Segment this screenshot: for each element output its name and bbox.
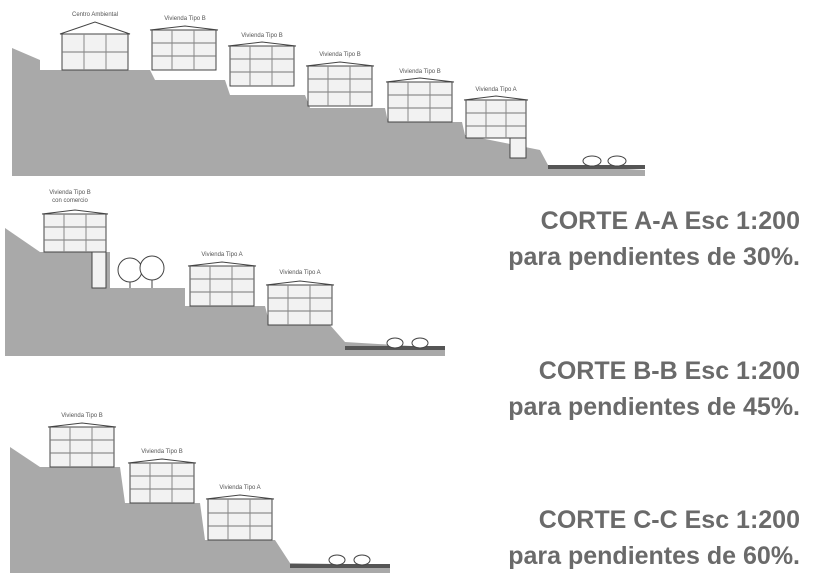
building-label: Vivienda Tipo B xyxy=(61,413,103,419)
building-label: Vivienda Tipo A xyxy=(279,270,320,276)
caption-c-c-title: CORTE C-C Esc 1:200 xyxy=(538,506,800,534)
caption-a-a: CORTE A-A Esc 1:200 para pendientes de 3… xyxy=(508,203,800,275)
building-vivienda: Vivienda Tipo B xyxy=(227,33,297,87)
building-label: Vivienda Tipo B xyxy=(319,52,361,58)
building-centro-ambiental: Centro Ambiental xyxy=(59,12,131,71)
building-label: Vivienda Tipo A xyxy=(201,252,242,258)
caption-c-c: CORTE C-C Esc 1:200 para pendientes de 6… xyxy=(508,502,800,574)
section-a-a-drawing: Centro Ambiental Vivienda Tipo B Viviend… xyxy=(12,12,645,176)
building-vivienda: Vivienda Tipo A xyxy=(463,87,529,159)
building-label: Centro Ambiental xyxy=(72,12,118,18)
section-b-b-drawing: Vivienda Tipo B con comercio Vivienda Ti… xyxy=(5,190,445,356)
building-label: Vivienda Tipo A xyxy=(219,485,260,491)
building-label: Vivienda Tipo B xyxy=(49,190,91,196)
road-c-c xyxy=(290,564,390,568)
road-a-a xyxy=(548,165,645,169)
building-label: Vivienda Tipo B xyxy=(241,33,283,39)
caption-c-c-slope: para pendientes de 60%. xyxy=(508,542,800,570)
building-vivienda: Vivienda Tipo B xyxy=(305,52,375,107)
building-label: Vivienda Tipo B xyxy=(141,449,183,455)
building-vivienda: Vivienda Tipo B xyxy=(385,69,455,123)
building-vivienda: Vivienda Tipo B xyxy=(47,413,117,468)
building-vivienda: Vivienda Tipo A xyxy=(187,252,257,307)
terrain-b-b xyxy=(5,228,445,356)
section-c-c-drawing: Vivienda Tipo B Vivienda Tipo B Vivienda… xyxy=(10,413,390,573)
caption-b-b-slope: para pendientes de 45%. xyxy=(508,393,800,421)
car-icon xyxy=(582,155,602,167)
caption-b-b-title: CORTE B-B Esc 1:200 xyxy=(538,357,800,385)
car-icon xyxy=(386,337,404,349)
car-icon xyxy=(328,554,346,566)
terrain-c-c xyxy=(10,447,390,573)
building-vivienda: Vivienda Tipo A xyxy=(205,485,275,541)
tree-icon xyxy=(117,257,143,288)
building-vivienda-comercio: Vivienda Tipo B con comercio xyxy=(41,190,109,289)
building-sublabel: con comercio xyxy=(52,198,88,204)
building-vivienda: Vivienda Tipo B xyxy=(149,16,219,71)
car-icon xyxy=(607,155,627,167)
building-label: Vivienda Tipo B xyxy=(399,69,441,75)
caption-a-a-title: CORTE A-A Esc 1:200 xyxy=(540,207,800,235)
car-icon xyxy=(353,554,371,566)
car-icon xyxy=(411,337,429,349)
caption-b-b: CORTE B-B Esc 1:200 para pendientes de 4… xyxy=(508,353,800,425)
building-label: Vivienda Tipo B xyxy=(164,16,206,22)
building-label: Vivienda Tipo A xyxy=(475,87,516,93)
building-vivienda: Vivienda Tipo B xyxy=(127,449,197,504)
building-vivienda: Vivienda Tipo A xyxy=(265,270,335,326)
terrain-a-a xyxy=(12,48,645,176)
caption-a-a-slope: para pendientes de 30%. xyxy=(508,243,800,271)
tree-icon xyxy=(139,255,165,288)
